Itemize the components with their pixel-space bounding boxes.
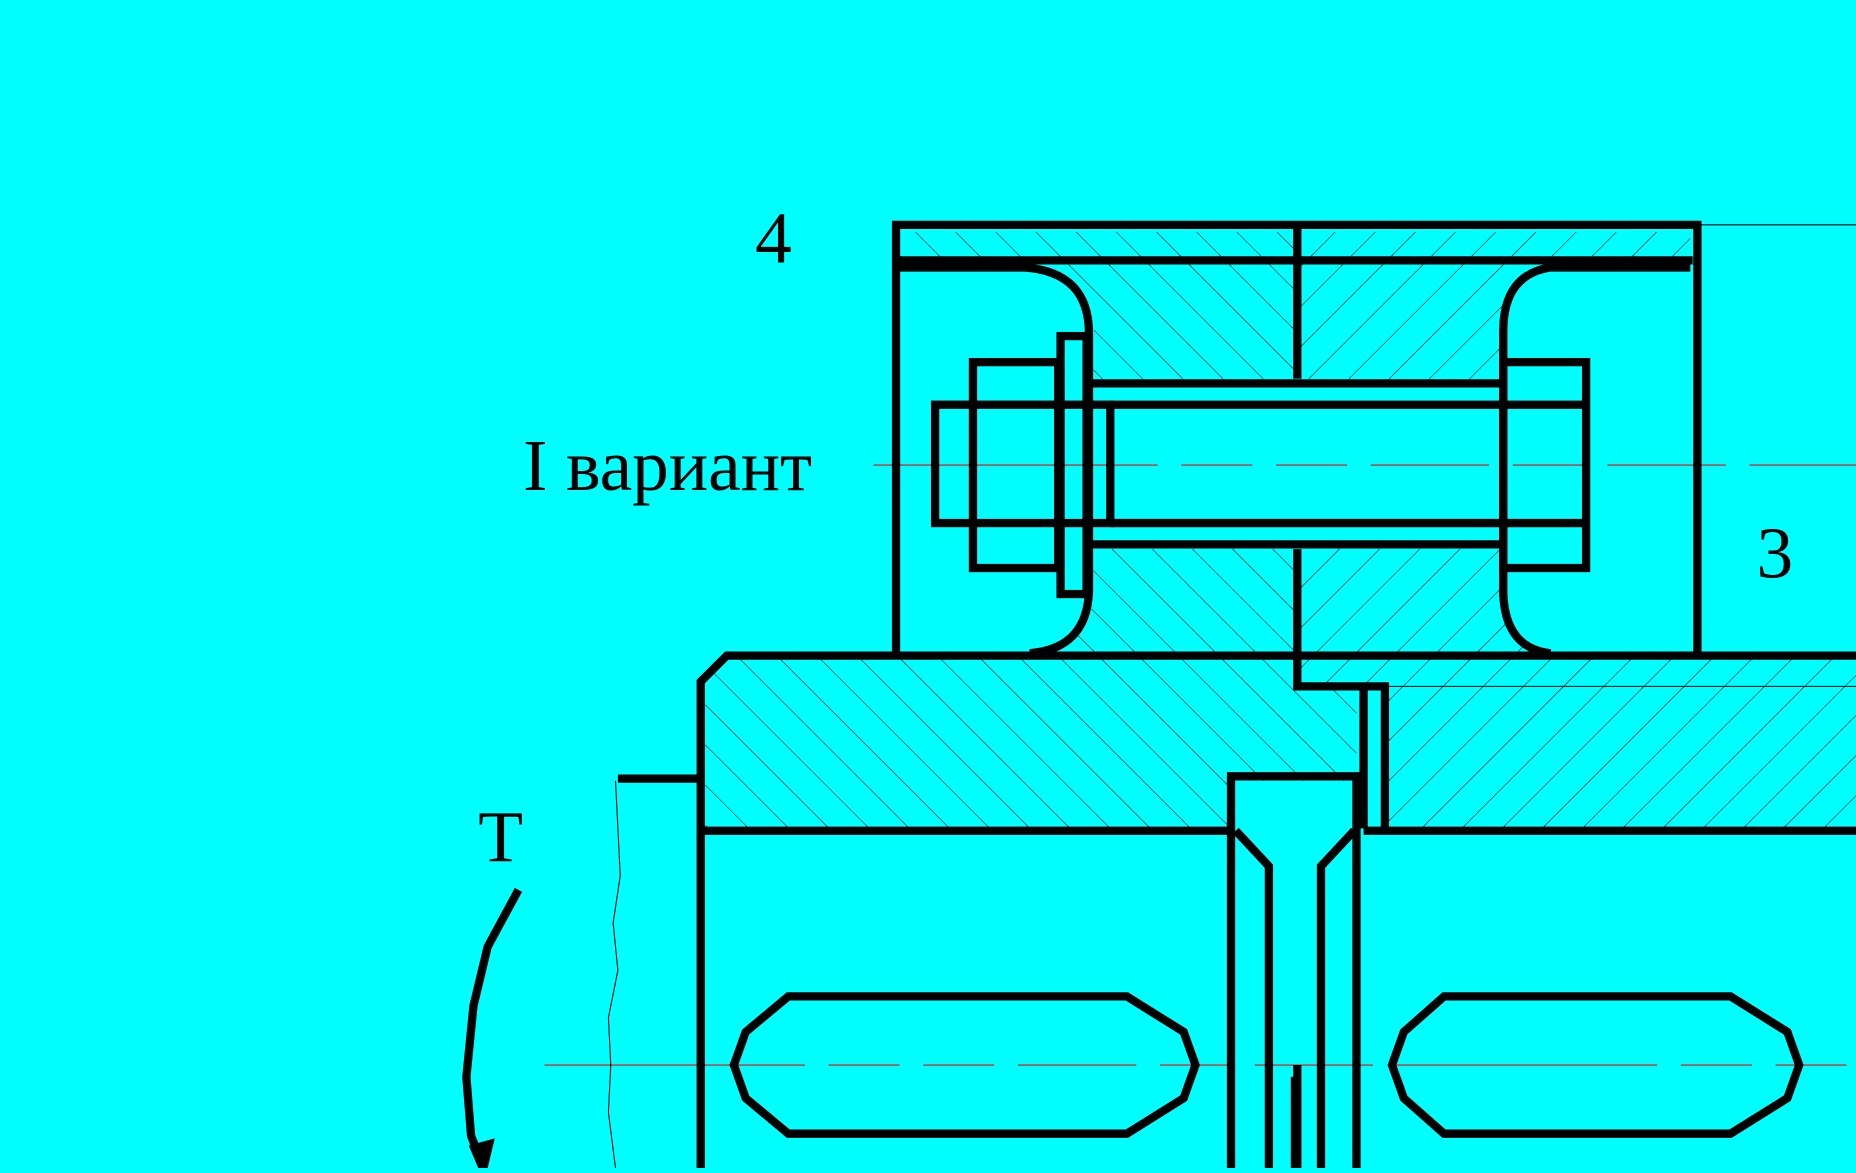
flange-split-bottom	[1293, 549, 1390, 829]
bolt-tail	[930, 400, 1115, 528]
right-flange-top-hatch	[1299, 231, 1691, 379]
main-outlines	[617, 220, 1856, 1168]
left-slot	[729, 992, 1200, 1138]
left-flange-bottom-hatch	[705, 549, 1357, 829]
torque-arrow-head	[468, 1138, 495, 1168]
torque-arrow	[462, 887, 523, 1168]
hub-keyway	[1226, 772, 1361, 1168]
bolt-head	[1499, 357, 1591, 573]
part-number-4: 4	[755, 198, 792, 279]
bolt-shank-hole	[1088, 379, 1504, 549]
lower-flange-outline	[696, 651, 1856, 1168]
torque-arrow-path	[462, 887, 523, 1162]
right-bolt-pocket	[1499, 263, 1691, 658]
auxiliary-lines	[607, 224, 1856, 1169]
bolt-shank	[1110, 400, 1587, 528]
left-flange-top-hatch	[899, 231, 1298, 379]
right-slot	[1387, 992, 1804, 1138]
keyway-inner-left	[1232, 827, 1274, 1168]
section-hatching	[705, 231, 1856, 829]
part-number-3: 3	[1757, 512, 1794, 593]
break-line	[607, 781, 621, 1169]
keyway-inner-right	[1316, 827, 1358, 1168]
right-flange-bottom-hatch	[1299, 549, 1856, 829]
torque-label: T	[478, 797, 523, 878]
washer	[1056, 331, 1091, 599]
variant-label: I вариант	[523, 425, 812, 506]
axis-lines	[544, 464, 1856, 1066]
